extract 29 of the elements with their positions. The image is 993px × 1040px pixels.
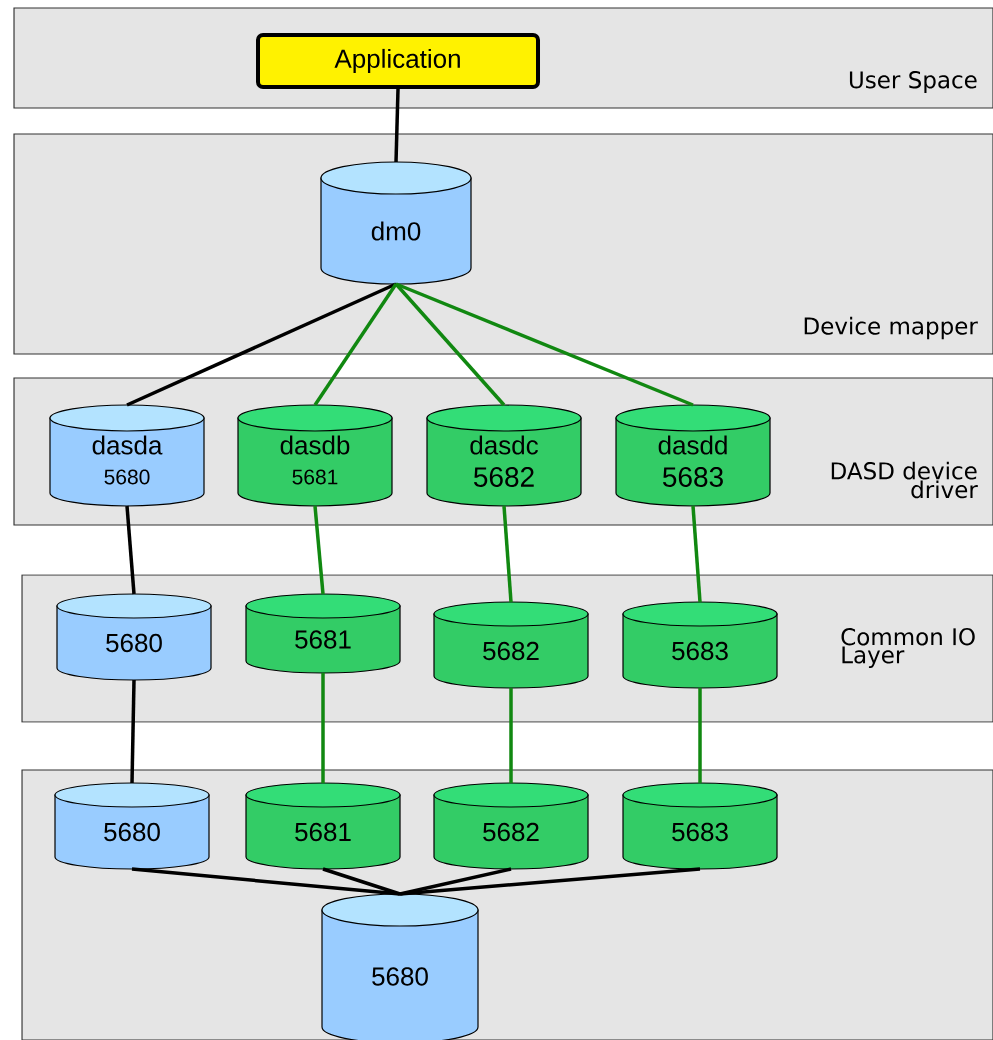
cylinder: 5681 (245, 782, 401, 870)
connector-line (394, 282, 506, 407)
cylinder: 5683 (622, 782, 778, 870)
connector-line (131, 867, 401, 896)
connector-line (313, 283, 398, 406)
connector-line (322, 867, 401, 896)
connector-line (509, 688, 513, 783)
cylinder: 5680 (54, 782, 210, 870)
cylinder: 5682 (433, 782, 589, 870)
cylinder: 5683 (622, 601, 778, 689)
connector-line (394, 88, 400, 163)
connector-line (502, 505, 513, 603)
cylinder: dm0 (320, 161, 472, 285)
connector-line (321, 673, 325, 783)
cylinder: dasda 5680 (49, 404, 205, 507)
connector-line (313, 505, 325, 595)
cylinder: 5680 (321, 893, 479, 1040)
cylinder: 5680 (56, 593, 212, 681)
connector-line (691, 505, 702, 603)
connector-line (130, 679, 136, 784)
connector-line (125, 505, 136, 595)
connector-line (698, 688, 702, 783)
cylinder: dasdd 5683 (615, 404, 771, 507)
cylinder: dasdc 5682 (426, 404, 582, 507)
connector-line (399, 867, 701, 896)
cylinder: 5681 (245, 593, 401, 674)
application-box: Application (256, 33, 540, 89)
cylinder: dasdb 5681 (237, 404, 393, 507)
cylinder: 5682 (433, 601, 589, 689)
